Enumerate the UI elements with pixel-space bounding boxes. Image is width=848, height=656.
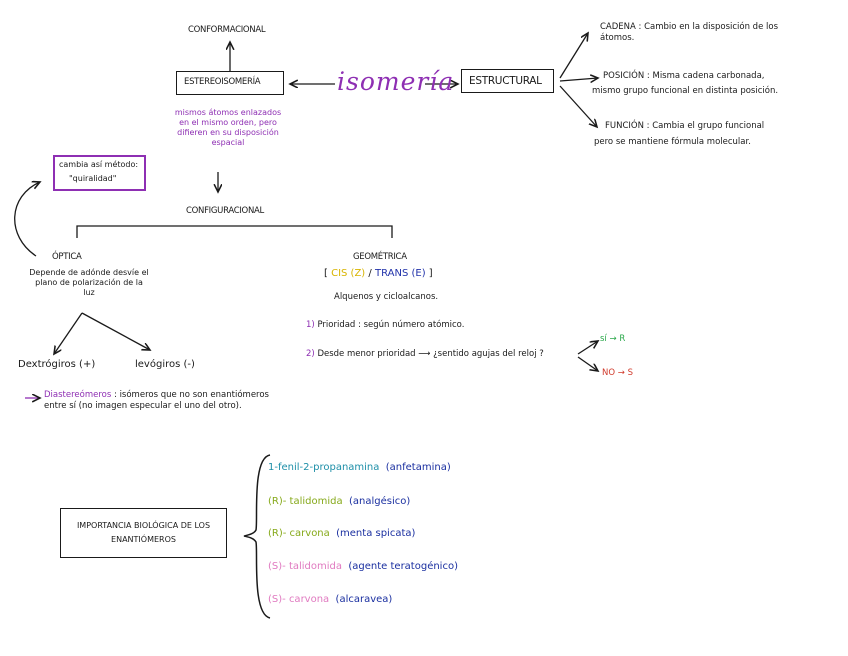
optica-description: Depende de adónde desvíe el plano de pol… — [29, 268, 149, 297]
funcion-label: FUNCIÓN — [605, 121, 644, 131]
importancia-brace — [243, 454, 271, 619]
si-r-label: sí → R — [600, 334, 626, 344]
importancia-item: (S)- carvona (alcaravea) — [268, 594, 393, 605]
importancia-item: 1-fenil-2-propanamina (anfetamina) — [268, 462, 451, 473]
conformacional-label: CONFORMACIONAL — [188, 25, 266, 35]
configuracional-label: CONFIGURACIONAL — [186, 206, 264, 216]
configuracional-bracket — [76, 225, 393, 238]
no-s-label: NO → S — [602, 368, 633, 378]
geometrica-subtitle: Alquenos y cicloalcanos. — [334, 292, 439, 302]
optica-title: ÓPTICA — [52, 252, 82, 262]
step1: 1) Prioridad : según número atómico. — [306, 320, 465, 330]
cis-trans-line: [ CIS (Z) / TRANS (E) ] — [324, 268, 433, 279]
posicion-entry-line2: mismo grupo funcional en distinta posici… — [592, 86, 779, 96]
cadena-entry: CADENA : Cambio en la disposición de los… — [600, 22, 778, 43]
arrow-to-dextro — [54, 312, 83, 354]
criterio-box: cambia así método: "quiralidad" — [53, 155, 146, 191]
dextrogiros-label: Dextrógiros (+) — [18, 359, 96, 370]
arrow-to-si — [577, 341, 598, 355]
arrow-to-posicion — [559, 78, 598, 81]
levogiros-label: levógiros (-) — [135, 359, 195, 370]
cadena-label: CADENA — [600, 22, 636, 32]
funcion-entry-line2: pero se mantiene fórmula molecular. — [594, 137, 751, 147]
diastereomeros-label: Diastereómeros — [44, 390, 112, 400]
arrow-to-no — [577, 356, 598, 371]
arrow-to-criterio — [14, 182, 40, 257]
estructural-label: ESTRUCTURAL — [469, 75, 542, 87]
arrow-to-levo — [81, 312, 150, 350]
arrow-to-cadena — [559, 33, 588, 79]
arrow-to-funcion — [559, 85, 597, 127]
estructural-box: ESTRUCTURAL — [461, 69, 554, 93]
estereoisomeria-box: ESTEREOISOMERÍA — [176, 71, 284, 95]
funcion-entry: FUNCIÓN : Cambia el grupo funcional — [605, 121, 765, 131]
importancia-item: (S)- talidomida (agente teratogénico) — [268, 561, 458, 572]
geometrica-title: GEOMÉTRICA — [353, 252, 407, 262]
cis-label: CIS (Z) — [331, 268, 366, 279]
trans-label: TRANS (E) — [374, 268, 426, 279]
estereo-description: mismos átomos enlazados en el mismo orde… — [174, 108, 282, 147]
posicion-entry: POSICIÓN : Misma cadena carbonada, — [603, 71, 765, 81]
diastereomeros-entry: Diastereómeros : isómeros que no son ena… — [44, 390, 269, 411]
importancia-box: IMPORTANCIA BIOLÓGICA DE LOS ENANTIÓMERO… — [60, 508, 227, 558]
posicion-label: POSICIÓN — [603, 71, 645, 81]
importancia-item: (R)- talidomida (analgésico) — [268, 496, 411, 507]
estereoisomeria-label: ESTEREOISOMERÍA — [184, 77, 261, 87]
step2: 2) Desde menor prioridad ⟶ ¿sentido aguj… — [306, 349, 544, 359]
isomeria-title: isomería — [337, 67, 455, 96]
importancia-item: (R)- carvona (menta spicata) — [268, 528, 416, 539]
